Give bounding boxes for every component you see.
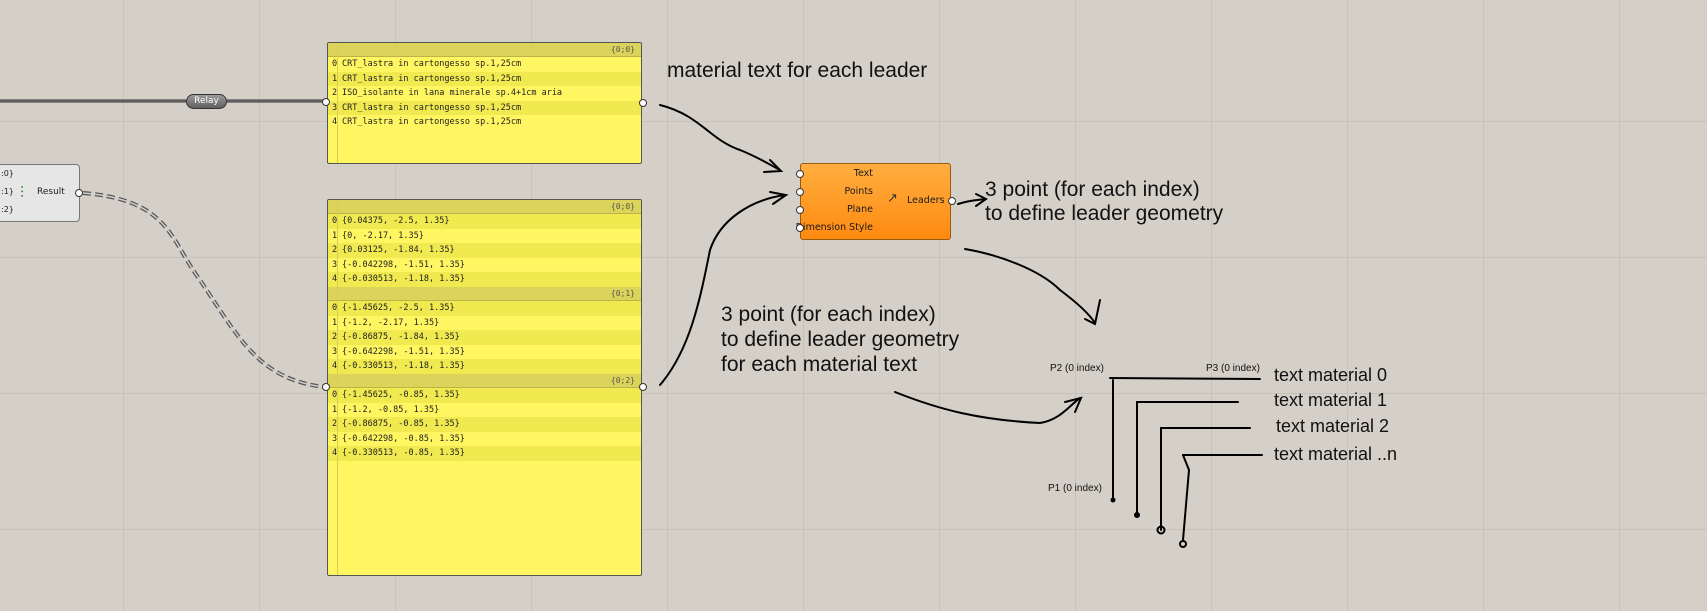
- leaders-input-port-points[interactable]: [796, 188, 804, 196]
- leader-icon: ↗: [887, 191, 898, 206]
- left-component[interactable]: :0} :1} :2} ⫶ Result: [0, 164, 83, 222]
- list-item: 2{-0.86875, -0.85, 1.35}: [328, 417, 641, 432]
- points-panel-input-port[interactable]: [322, 383, 330, 391]
- list-item: 1{-1.2, -2.17, 1.35}: [332, 317, 440, 328]
- leaders-output-port[interactable]: [948, 197, 956, 205]
- list-item: 3{-0.642298, -1.51, 1.35}: [332, 346, 465, 357]
- leaders-component[interactable]: Text Points Plane Dimension Style ↗ Lead…: [796, 163, 951, 240]
- result-output-port[interactable]: [75, 189, 83, 197]
- sketch-dots: [1110, 497, 1187, 548]
- text-panel-input-port[interactable]: [322, 98, 330, 106]
- annotation-material-text: material text for each leader: [667, 59, 928, 82]
- annotation-three-point-a-line1: 3 point (for each index): [985, 178, 1200, 201]
- label-text-material-1: text material 1: [1274, 390, 1388, 410]
- points-panel-output-port[interactable]: [639, 383, 647, 391]
- list-item: 1{-1.2, -0.85, 1.35}: [332, 404, 440, 415]
- annotation-three-point-b-line3: for each material text: [721, 353, 918, 376]
- branch-0: {0;0} 0{0.04375, -2.5, 1.35} 1{0, -2.17,…: [328, 200, 641, 287]
- annotation-three-point-b-line1: 3 point (for each index): [721, 303, 936, 326]
- label-p3: P3 (0 index): [1206, 363, 1260, 374]
- list-item: 4{-0.330513, -0.85, 1.35}: [328, 446, 641, 461]
- annotation-three-point-b-line2: to define leader geometry: [721, 328, 960, 351]
- list-item: 4{-0.030513, -1.18, 1.35}: [328, 272, 641, 287]
- branch-header: {0;1}: [328, 286, 641, 301]
- list-item: 4{-0.330513, -1.18, 1.35}: [328, 359, 641, 374]
- branch-header: {0;2}: [328, 373, 641, 388]
- output-leaders: Leaders: [907, 195, 945, 206]
- list-item: 2{0.03125, -1.84, 1.35}: [328, 243, 641, 258]
- label-p1: P1 (0 index): [1048, 483, 1102, 494]
- input-text: Text: [853, 168, 873, 179]
- list-item: 0{-1.45625, -2.5, 1.35}: [328, 300, 641, 316]
- input-dimension-style: Dimension Style: [795, 222, 873, 233]
- relay-node[interactable]: Relay: [186, 94, 227, 109]
- list-item: 1{0, -2.17, 1.35}: [332, 230, 424, 241]
- left-output-1: :1}: [1, 187, 14, 196]
- input-points: Points: [844, 186, 873, 197]
- list-item: 2{-0.86875, -1.84, 1.35}: [328, 330, 641, 345]
- branch-header: {0;0}: [328, 200, 641, 214]
- label-p2: P2 (0 index): [1050, 363, 1104, 374]
- leaders-input-port-text[interactable]: [796, 170, 804, 178]
- dashed-wire: [82, 191, 326, 389]
- text-panel-output-port[interactable]: [639, 99, 647, 107]
- relay-label: Relay: [194, 96, 219, 106]
- label-text-material-n: text material ..n: [1274, 444, 1398, 464]
- leaders-input-port-dimstyle[interactable]: [796, 224, 804, 232]
- list-icon: ⫶: [20, 183, 25, 202]
- branch-header: {0;0}: [328, 43, 641, 57]
- input-plane: Plane: [846, 204, 873, 215]
- annotation-three-point-a-line2: to define leader geometry: [985, 202, 1224, 225]
- list-item: 3{-0.042298, -1.51, 1.35}: [332, 259, 465, 270]
- label-text-material-0: text material 0: [1274, 365, 1388, 385]
- branch-2: {0;2} 0{-1.45625, -0.85, 1.35} 1{-1.2, -…: [328, 373, 641, 461]
- points-panel[interactable]: {0;0} 0{0.04375, -2.5, 1.35} 1{0, -2.17,…: [327, 199, 642, 576]
- list-item: 0{-1.45625, -0.85, 1.35}: [328, 387, 641, 403]
- left-output-0: :0}: [1, 169, 14, 178]
- result-label: Result: [37, 187, 65, 197]
- label-text-material-2: text material 2: [1276, 416, 1390, 436]
- left-output-2: :2}: [1, 205, 14, 214]
- branch-1: {0;1} 0{-1.45625, -2.5, 1.35} 1{-1.2, -2…: [328, 286, 641, 374]
- list-item: 0{0.04375, -2.5, 1.35}: [328, 214, 641, 229]
- leaders-input-port-plane[interactable]: [796, 206, 804, 214]
- list-item: 3{-0.642298, -0.85, 1.35}: [332, 433, 465, 444]
